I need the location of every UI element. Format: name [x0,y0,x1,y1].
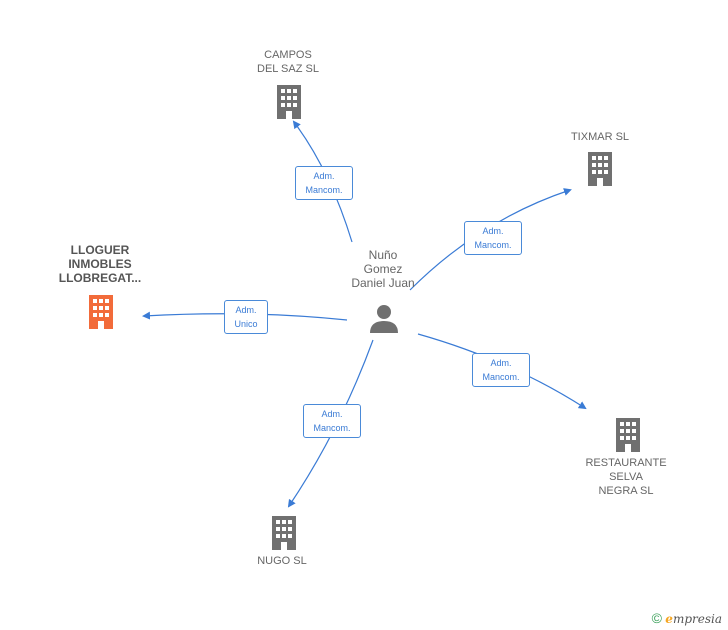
building-icon-campos[interactable] [273,83,305,119]
role-campos-line-1: Adm. [313,171,335,181]
campos-line-2: DEL SAZ SL [257,63,319,75]
role-label-tixmar[interactable]: Adm. Mancom. [464,221,522,255]
building-icon-nugo[interactable] [268,514,300,550]
brand-logo-text: mpresia [672,612,722,626]
restaurante-line-1: RESTAURANTE [585,457,667,469]
building-icon-tixmar[interactable] [584,150,616,186]
company-label-nugo[interactable]: NUGO SL [232,554,332,568]
role-lloguer-line-1: Adm. [235,305,257,315]
nugo-line-1: NUGO SL [257,555,307,567]
role-restaurante-line-1: Adm. [490,358,512,368]
role-label-lloguer[interactable]: Adm. Unico [224,300,268,334]
role-tixmar-line-2: Mancom. [474,240,512,250]
brand-logo-initial: e [665,612,673,626]
center-name-line-1: Nuño [368,248,398,262]
role-label-campos[interactable]: Adm. Mancom. [295,166,353,200]
lloguer-line-2: INMOBLES [68,257,132,271]
role-lloguer-line-2: Unico [234,319,258,329]
building-icon-lloguer[interactable] [85,293,117,329]
role-label-nugo[interactable]: Adm. Mancom. [303,404,361,438]
center-person-name[interactable]: Nuño Gomez Daniel Juan [340,248,426,290]
center-name-line-2: Gomez [363,262,403,276]
copyright-icon: © [651,610,662,626]
company-label-restaurante[interactable]: RESTAURANTE SELVA NEGRA SL [576,456,676,498]
role-campos-line-2: Mancom. [305,185,343,195]
company-label-tixmar[interactable]: TIXMAR SL [550,130,650,144]
role-nugo-line-1: Adm. [321,409,343,419]
restaurante-line-2: SELVA [609,471,643,483]
restaurante-line-3: NEGRA SL [598,485,654,497]
role-nugo-line-2: Mancom. [313,423,351,433]
center-name-line-3: Daniel Juan [351,276,415,290]
lloguer-line-1: LLOGUER [70,243,130,257]
role-restaurante-line-2: Mancom. [482,372,520,382]
person-icon[interactable] [368,302,400,334]
tixmar-line-1: TIXMAR SL [570,131,630,143]
lloguer-line-3: LLOBREGAT... [58,271,142,285]
footer-brand[interactable]: © empresia [652,610,722,626]
company-label-campos[interactable]: CAMPOS DEL SAZ SL [238,48,338,76]
role-tixmar-line-1: Adm. [482,226,504,236]
building-icon-restaurante[interactable] [612,416,644,452]
company-label-lloguer[interactable]: LLOGUER INMOBLES LLOBREGAT... [45,243,155,285]
role-label-restaurante[interactable]: Adm. Mancom. [472,353,530,387]
campos-line-1: CAMPOS [264,49,312,61]
